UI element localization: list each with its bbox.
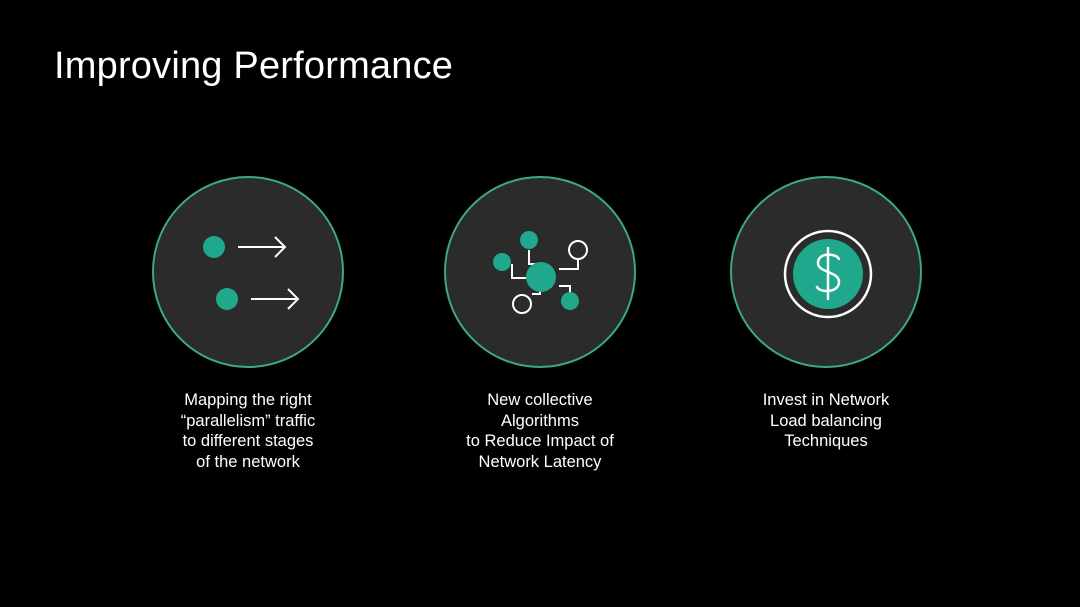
page-title: Improving Performance bbox=[54, 45, 454, 87]
icon-circle bbox=[730, 176, 922, 368]
network-nodes-icon bbox=[493, 231, 588, 314]
card-collective-algorithms: New collective Algorithms to Reduce Impa… bbox=[412, 176, 672, 476]
icon-circle bbox=[152, 176, 344, 368]
card-caption: Invest in Network Load balancing Techniq… bbox=[762, 391, 890, 450]
icon-circle bbox=[444, 176, 636, 368]
parallel-arrows-icon bbox=[203, 236, 300, 310]
card-caption: New collective Algorithms to Reduce Impa… bbox=[466, 391, 614, 471]
dollar-coin-icon bbox=[783, 229, 873, 319]
card-load-balancing: Invest in Network Load balancing Techniq… bbox=[698, 176, 958, 476]
card-parallelism: Mapping the right “parallelism” traffic … bbox=[120, 176, 380, 476]
card-caption: Mapping the right “parallelism” traffic … bbox=[180, 391, 316, 471]
